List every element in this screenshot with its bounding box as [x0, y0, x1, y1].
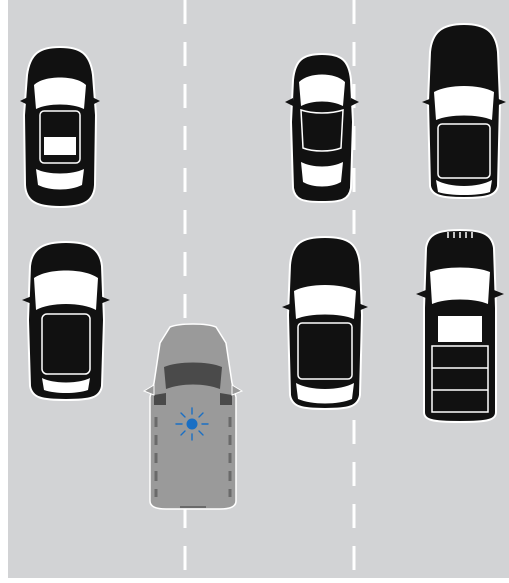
- car-right-front: [420, 22, 508, 200]
- car-center-right-front: [285, 52, 359, 204]
- road-edge-left: [0, 0, 8, 578]
- blue-light-icon: [172, 404, 212, 444]
- car-center-right-rear: [280, 235, 370, 411]
- car-left-lane-rear: [20, 240, 112, 402]
- car-right-rear: [414, 228, 506, 424]
- car-left-lane-front: [18, 45, 102, 209]
